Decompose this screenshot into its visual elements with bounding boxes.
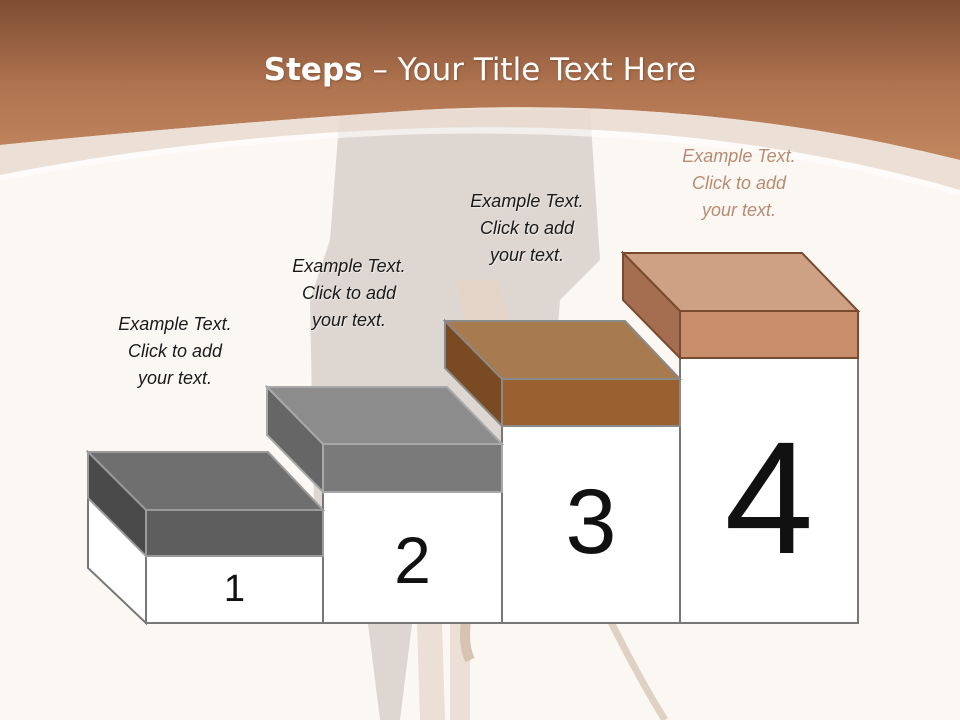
header-swoosh [0,107,960,190]
step-2-number: 2 [394,523,431,597]
caption-line: your text. [701,200,777,220]
header-band [0,0,960,160]
step-1-lid [85,449,326,559]
step-3-lid [442,318,683,429]
step-1-number: 1 [223,568,246,610]
step-4-lid [620,250,861,361]
step-2-lid [264,384,505,495]
caption-line: Example Text. [118,314,232,334]
title-rest: – Your Title Text Here [362,52,697,88]
step-4-number: 4 [724,408,814,587]
step-3-caption[interactable]: Example Text. Click to add your text. [442,188,612,269]
step-3-number: 3 [565,471,617,573]
caption-line: Click to add [301,283,397,303]
step-4-caption[interactable]: Example Text. Click to add your text. [654,143,824,224]
step-4-base [679,356,859,624]
slide-title[interactable]: Steps – Your Title Text Here [0,52,960,88]
caption-line: your text. [311,310,387,330]
caption-line: Example Text. [682,146,796,166]
title-bold: Steps [263,52,363,88]
step-bases [87,356,859,626]
caption-line: Example Text. [292,256,406,276]
caption-line: Click to add [127,341,223,361]
caption-line: Click to add [479,218,575,238]
caption-line: your text. [489,245,565,265]
caption-line: Example Text. [470,191,584,211]
caption-line: Click to add [691,173,787,193]
caption-line: your text. [137,368,213,388]
step-1-caption[interactable]: Example Text. Click to add your text. [90,311,260,392]
step-2-caption[interactable]: Example Text. Click to add your text. [264,253,434,334]
